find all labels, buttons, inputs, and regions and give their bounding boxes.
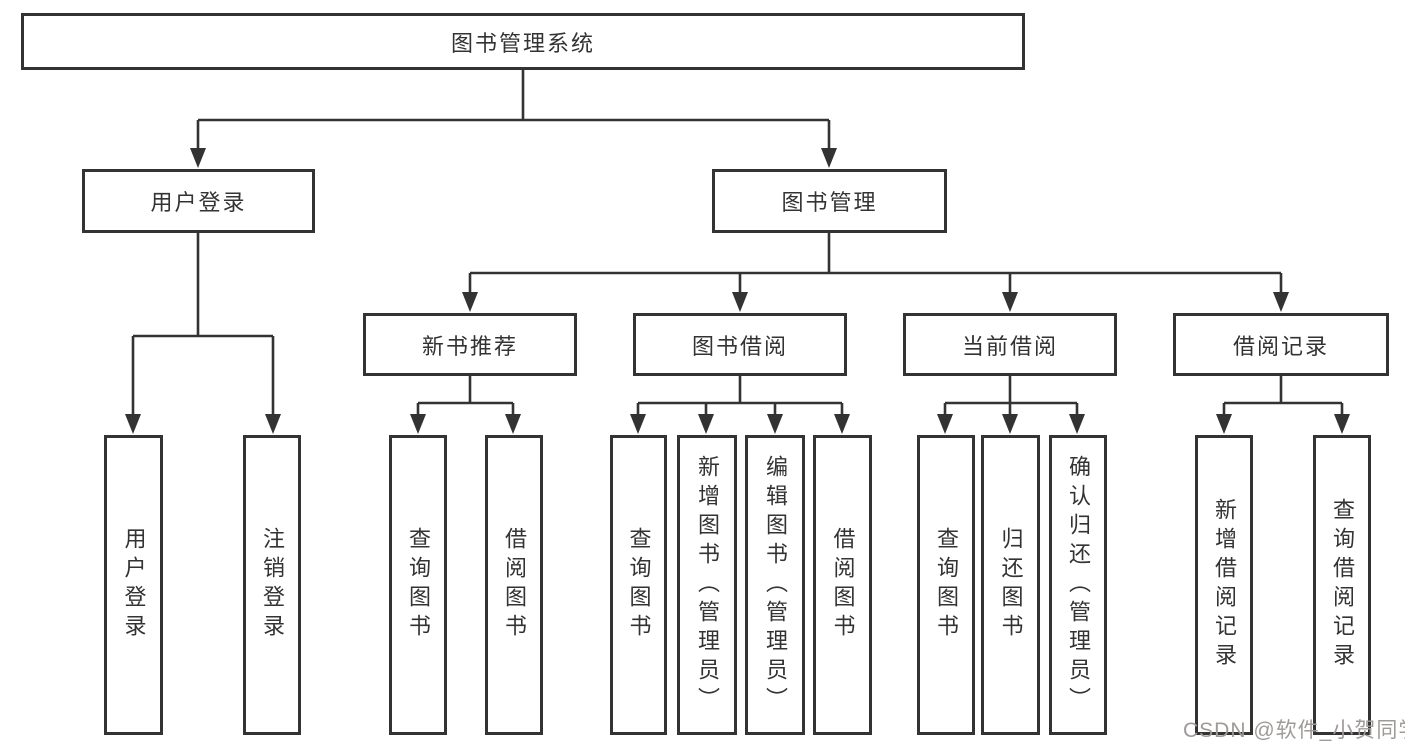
leaf-recommend-borrow-book-label: 借阅图书 [502,527,527,643]
node-user-login: 用户登录 [82,169,315,233]
leaf-current-return-book: 归还图书 [981,435,1040,735]
node-new-book-recommend: 新书推荐 [363,313,577,376]
leaf-borrow-borrow-book-label: 借阅图书 [830,527,856,643]
leaf-recommend-query-book-label: 查询图书 [406,527,431,643]
node-user-login-label: 用户登录 [150,190,247,215]
leaf-records-add-record-label: 新增借阅记录 [1212,498,1237,672]
leaf-user-login-label: 用户登录 [121,527,147,643]
node-borrow-records-label: 借阅记录 [1232,333,1329,359]
leaf-recommend-query-book: 查询图书 [389,435,447,735]
leaf-borrow-add-book-label: 新增图书（管理员） [695,454,720,716]
node-current-borrow-label: 当前借阅 [961,333,1058,359]
leaf-borrow-borrow-book: 借阅图书 [813,435,872,735]
leaf-current-confirm-return: 确认归还（管理员） [1049,435,1107,735]
leaf-borrow-edit-book-label: 编辑图书（管理员） [763,454,788,716]
leaf-recommend-borrow-book: 借阅图书 [485,435,543,735]
node-book-management-label: 图书管理 [781,190,878,215]
leaf-logout-label: 注销登录 [260,527,285,643]
watermark: CSDN @软件_小贺同学 [1183,719,1405,742]
leaf-borrow-add-book: 新增图书（管理员） [677,435,737,735]
leaf-logout: 注销登录 [243,435,301,735]
node-borrow-records: 借阅记录 [1173,313,1389,376]
leaf-records-query-record-label: 查询借阅记录 [1330,498,1355,672]
leaf-current-return-book-label: 归还图书 [998,527,1024,643]
leaf-borrow-edit-book: 编辑图书（管理员） [745,435,805,735]
node-current-borrow: 当前借阅 [903,313,1117,376]
node-book-borrow: 图书借阅 [633,313,847,376]
leaf-current-confirm-return-label: 确认归还（管理员） [1066,454,1091,716]
leaf-borrow-query-book-label: 查询图书 [626,527,652,643]
node-new-book-recommend-label: 新书推荐 [421,333,518,359]
leaf-borrow-query-book: 查询图书 [610,435,667,735]
leaf-current-query-book: 查询图书 [917,435,975,735]
node-book-management: 图书管理 [712,169,947,233]
leaf-records-query-record: 查询借阅记录 [1313,435,1371,735]
leaf-current-query-book-label: 查询图书 [934,527,959,643]
leaf-user-login: 用户登录 [104,435,163,735]
node-root: 图书管理系统 [21,13,1025,70]
leaf-records-add-record: 新增借阅记录 [1195,435,1253,735]
node-root-label: 图书管理系统 [450,30,595,56]
node-book-borrow-label: 图书借阅 [691,333,788,359]
